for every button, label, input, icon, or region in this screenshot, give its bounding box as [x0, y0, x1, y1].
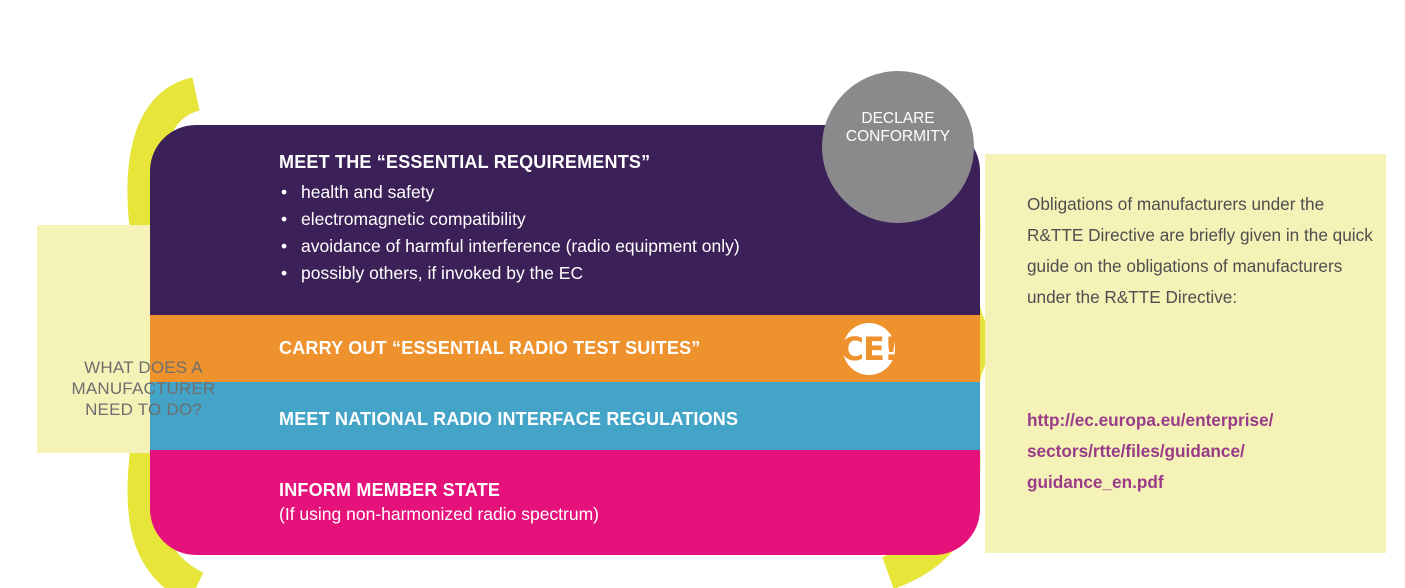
declare-conformity-label: DECLARE CONFORMITY: [845, 110, 951, 145]
national-regulations-title: MEET NATIONAL RADIO INTERFACE REGULATION…: [279, 409, 739, 429]
inform-member-state-subtitle: (If using non-harmonized radio spectrum): [279, 504, 600, 524]
list-item: •electromagnetic compatibility: [281, 209, 526, 229]
list-item: •health and safety: [281, 182, 435, 202]
list-item: •avoidance of harmful interference (radi…: [281, 236, 740, 256]
essential-requirements-title: MEET THE “ESSENTIAL REQUIREMENTS”: [279, 152, 651, 172]
inform-member-state-band: INFORM MEMBER STATE (If using non-harmon…: [150, 450, 980, 555]
inform-member-state-title: INFORM MEMBER STATE: [279, 480, 501, 500]
essential-requirements-band: MEET THE “ESSENTIAL REQUIREMENTS” •healt…: [150, 125, 980, 315]
info-text: Obligations of manufacturers under the R…: [1027, 194, 1373, 307]
national-regulations-band: MEET NATIONAL RADIO INTERFACE REGULATION…: [150, 382, 980, 450]
declare-conformity-circle: [822, 71, 974, 223]
guidance-link[interactable]: http://ec.europa.eu/enterprise/ sectors/…: [1027, 410, 1274, 492]
ce-mark-icon: CE!: [841, 323, 898, 375]
requirements-stack: MEET THE “ESSENTIAL REQUIREMENTS” •healt…: [150, 125, 980, 555]
info-box: [985, 154, 1386, 553]
radio-test-suites-title: CARRY OUT “ESSENTIAL RADIO TEST SUITES”: [279, 338, 701, 358]
radio-test-suites-band: CARRY OUT “ESSENTIAL RADIO TEST SUITES” …: [150, 315, 980, 382]
question-text: WHAT DOES A MANUFACTURER NEED TO DO?: [71, 358, 216, 419]
list-item: •possibly others, if invoked by the EC: [281, 263, 584, 283]
essential-requirements-list: •health and safety •electromagnetic comp…: [281, 179, 740, 287]
